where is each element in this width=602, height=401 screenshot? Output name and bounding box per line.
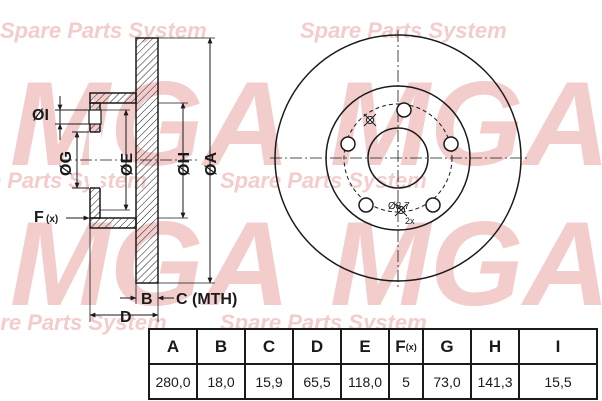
watermark-tagline-mid: Spare Parts System (0, 168, 147, 193)
value-E: 118,0 (340, 363, 390, 400)
spec-table-header-row: A B C D E F(x) G H I (148, 328, 598, 365)
spec-table-value-row: 280,0 18,0 15,9 65,5 118,0 5 73,0 141,3 … (148, 363, 598, 400)
header-E: E (340, 328, 390, 365)
watermark-tagline-top: Spare Parts System (300, 18, 507, 43)
bolt-holes (340, 102, 459, 213)
value-C: 15,9 (244, 363, 294, 400)
label-dia-E: ØE (119, 153, 136, 176)
watermark-tagline-mid-right: Spare Parts System (220, 168, 427, 193)
watermark-brand-2: MGA (330, 57, 602, 191)
header-A: A (148, 328, 198, 365)
label-dia-I: ØI (32, 107, 49, 124)
value-F: 5 (388, 363, 424, 400)
value-D: 65,5 (292, 363, 342, 400)
bolt-hole (358, 197, 374, 213)
bolt-hole (443, 136, 459, 152)
bolt-hole (340, 136, 356, 152)
label-thickness-C: C (MTH) (176, 291, 237, 308)
value-I: 15,5 (518, 363, 598, 400)
value-H: 141,3 (470, 363, 520, 400)
label-hole-count: 2x (405, 216, 415, 226)
cross-section: ØI ØG ØE ØH ØA F (x) B C (MTH) D (32, 37, 237, 326)
bolt-hole (425, 197, 441, 213)
label-offset-F-sub: (x) (46, 214, 58, 225)
header-G: G (422, 328, 472, 365)
header-I: I (518, 328, 598, 365)
front-view: Ø8,7 2x (270, 30, 528, 288)
header-D: D (292, 328, 342, 365)
label-dia-G: ØG (58, 151, 75, 176)
watermark: Spare Parts System Spare Parts System Sp… (0, 18, 602, 335)
header-F-sub: (x) (405, 341, 417, 352)
label-hole-dia: Ø8,7 (388, 201, 410, 212)
center-bore (367, 127, 429, 189)
header-C: C (244, 328, 294, 365)
label-dia-H: ØH (176, 152, 193, 176)
watermark-brand-4: MGA (330, 197, 602, 331)
header-F: F(x) (388, 328, 424, 365)
header-F-label: F (395, 336, 406, 356)
label-height-D: D (120, 309, 132, 326)
header-B: B (196, 328, 246, 365)
label-offset-F: F (34, 209, 44, 226)
watermark-tagline-top-left: Spare Parts System (0, 18, 207, 43)
header-H: H (470, 328, 520, 365)
threaded-holes (363, 113, 408, 217)
value-A: 280,0 (148, 363, 198, 400)
hat-wall-bottom (89, 217, 137, 229)
spec-table: A B C D E F(x) G H I 280,0 18,0 15,9 65,… (148, 328, 598, 400)
value-B: 18,0 (196, 363, 246, 400)
friction-ring-section (135, 37, 159, 284)
value-G: 73,0 (422, 363, 472, 400)
hat-wall-top (89, 92, 137, 104)
label-dia-A: ØA (203, 152, 220, 176)
bolt-hole (396, 102, 412, 118)
label-thickness-B: B (141, 291, 153, 308)
